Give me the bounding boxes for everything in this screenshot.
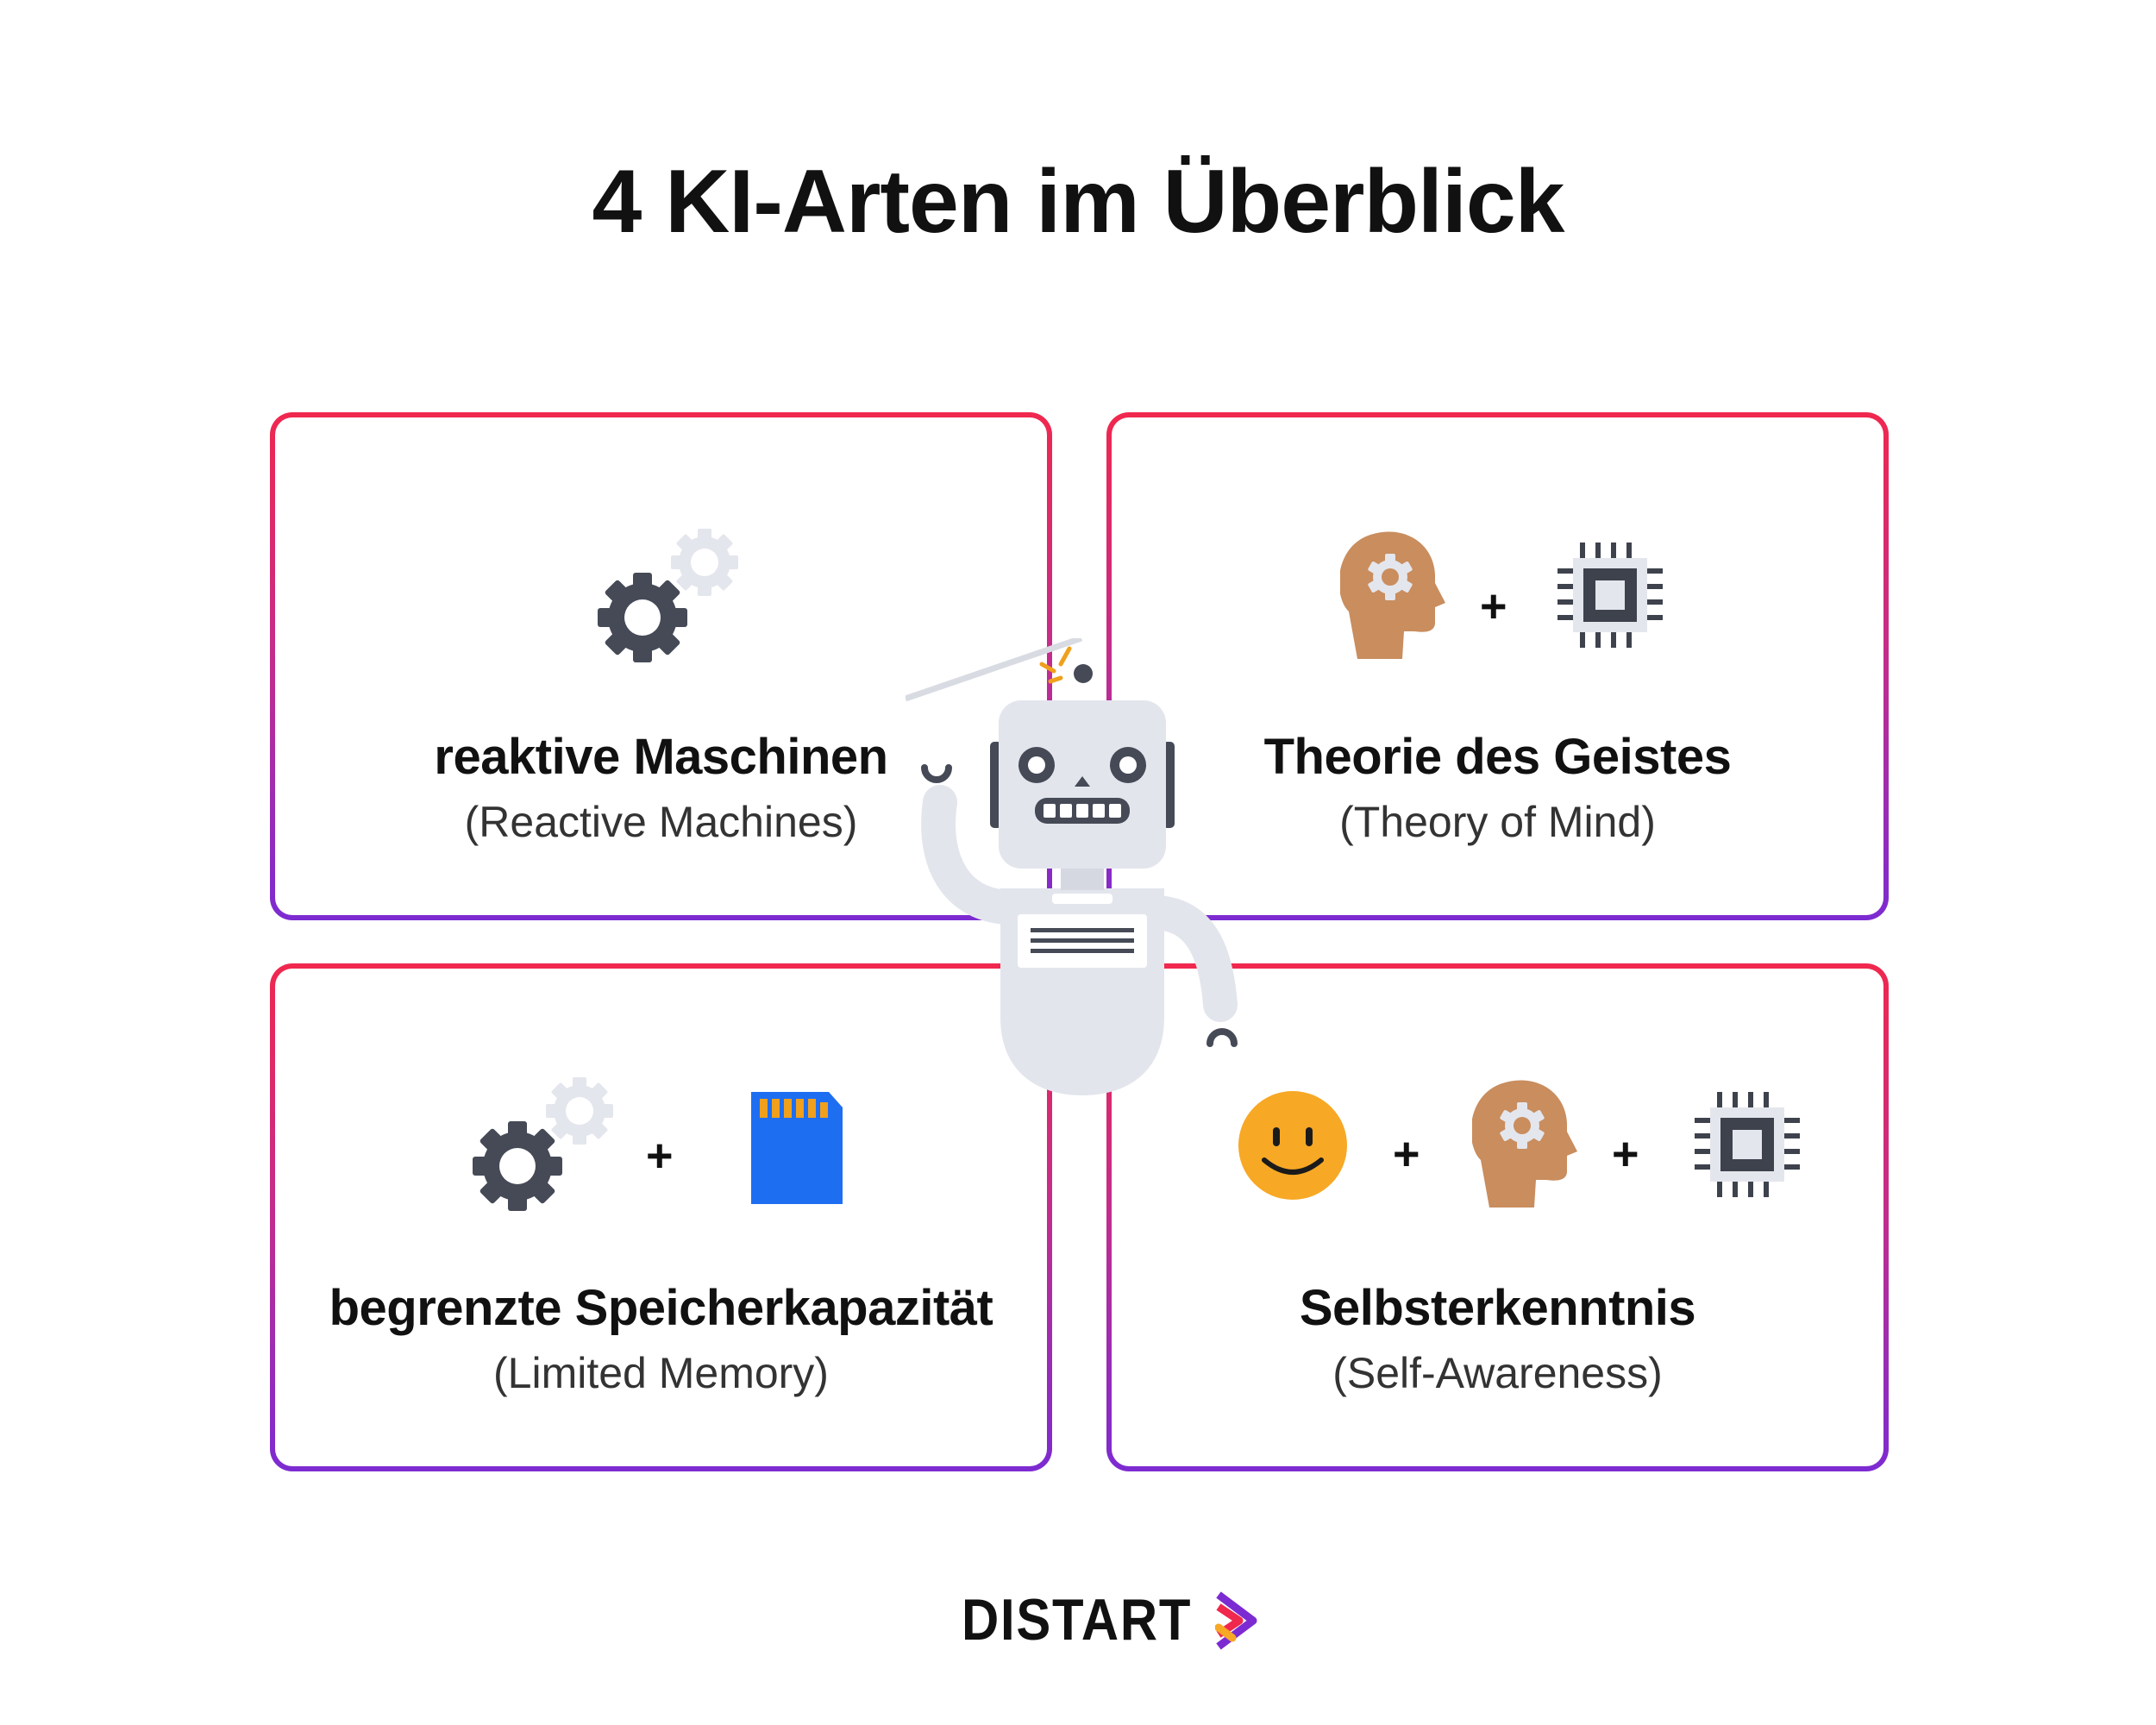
chip-icon xyxy=(1557,543,1663,648)
card-reactive-machines: reaktive Maschinen (Reactive Machines) xyxy=(270,412,1052,920)
card-icons: + xyxy=(275,969,1047,1262)
card-title: Theorie des Geistes xyxy=(1263,729,1732,785)
card-subtitle: (Reactive Machines) xyxy=(464,798,858,846)
card-icons: + xyxy=(1112,417,1883,711)
card-limited-memory: + begrenzte Speicherkapazität (Limited M… xyxy=(270,963,1052,1471)
card-subtitle: (Self-Awareness) xyxy=(1332,1349,1663,1397)
card-subtitle: (Theory of Mind) xyxy=(1339,798,1656,846)
smiley-icon xyxy=(1238,1091,1347,1200)
card-subtitle: (Limited Memory) xyxy=(493,1349,829,1397)
gears-icon xyxy=(473,1077,613,1211)
card-theory-of-mind: + Theorie des Geistes (Theory of Mind) xyxy=(1106,412,1889,920)
card-title: reaktive Maschinen xyxy=(434,729,888,785)
card-self-awareness: + + Selbsterkenntnis (Self-Awareness) xyxy=(1106,963,1889,1471)
head-gear-icon xyxy=(1472,1080,1577,1208)
head-gear-icon xyxy=(1340,531,1445,659)
gears-icon xyxy=(598,529,738,662)
plus-sign: + xyxy=(646,1130,674,1182)
chip-icon xyxy=(1695,1092,1800,1197)
antenna xyxy=(906,638,1093,702)
plus-sign: + xyxy=(1393,1128,1420,1180)
brand-name: DISTART xyxy=(962,1587,1193,1653)
brand-arrow-icon xyxy=(1214,1591,1257,1650)
plus-sign: + xyxy=(1480,580,1507,632)
robot-mascot-icon xyxy=(906,638,1238,1095)
card-title: begrenzte Speicherkapazität xyxy=(329,1280,993,1336)
card-icons: + + xyxy=(1112,969,1883,1262)
memory-card-icon xyxy=(751,1092,843,1204)
brand-logo: DISTART xyxy=(962,1585,1258,1654)
card-title: Selbsterkenntnis xyxy=(1299,1280,1696,1336)
plus-sign: + xyxy=(1612,1128,1639,1180)
page-title: 4 KI-Arten im Überblick xyxy=(592,152,1564,252)
